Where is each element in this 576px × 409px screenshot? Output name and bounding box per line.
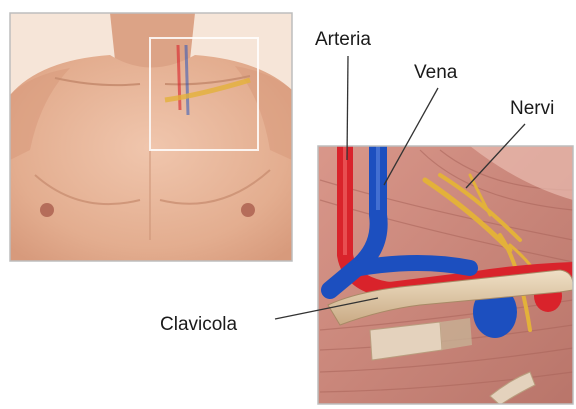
chest-panel — [10, 13, 292, 261]
label-vena: Vena — [414, 63, 457, 82]
label-clavicola: Clavicola — [160, 315, 237, 334]
label-nervi: Nervi — [510, 99, 554, 118]
label-arteria: Arteria — [315, 30, 371, 49]
left-nipple — [40, 203, 54, 217]
arteria-leader-line — [347, 56, 348, 160]
right-nipple — [241, 203, 255, 217]
inset-panel — [318, 146, 573, 405]
